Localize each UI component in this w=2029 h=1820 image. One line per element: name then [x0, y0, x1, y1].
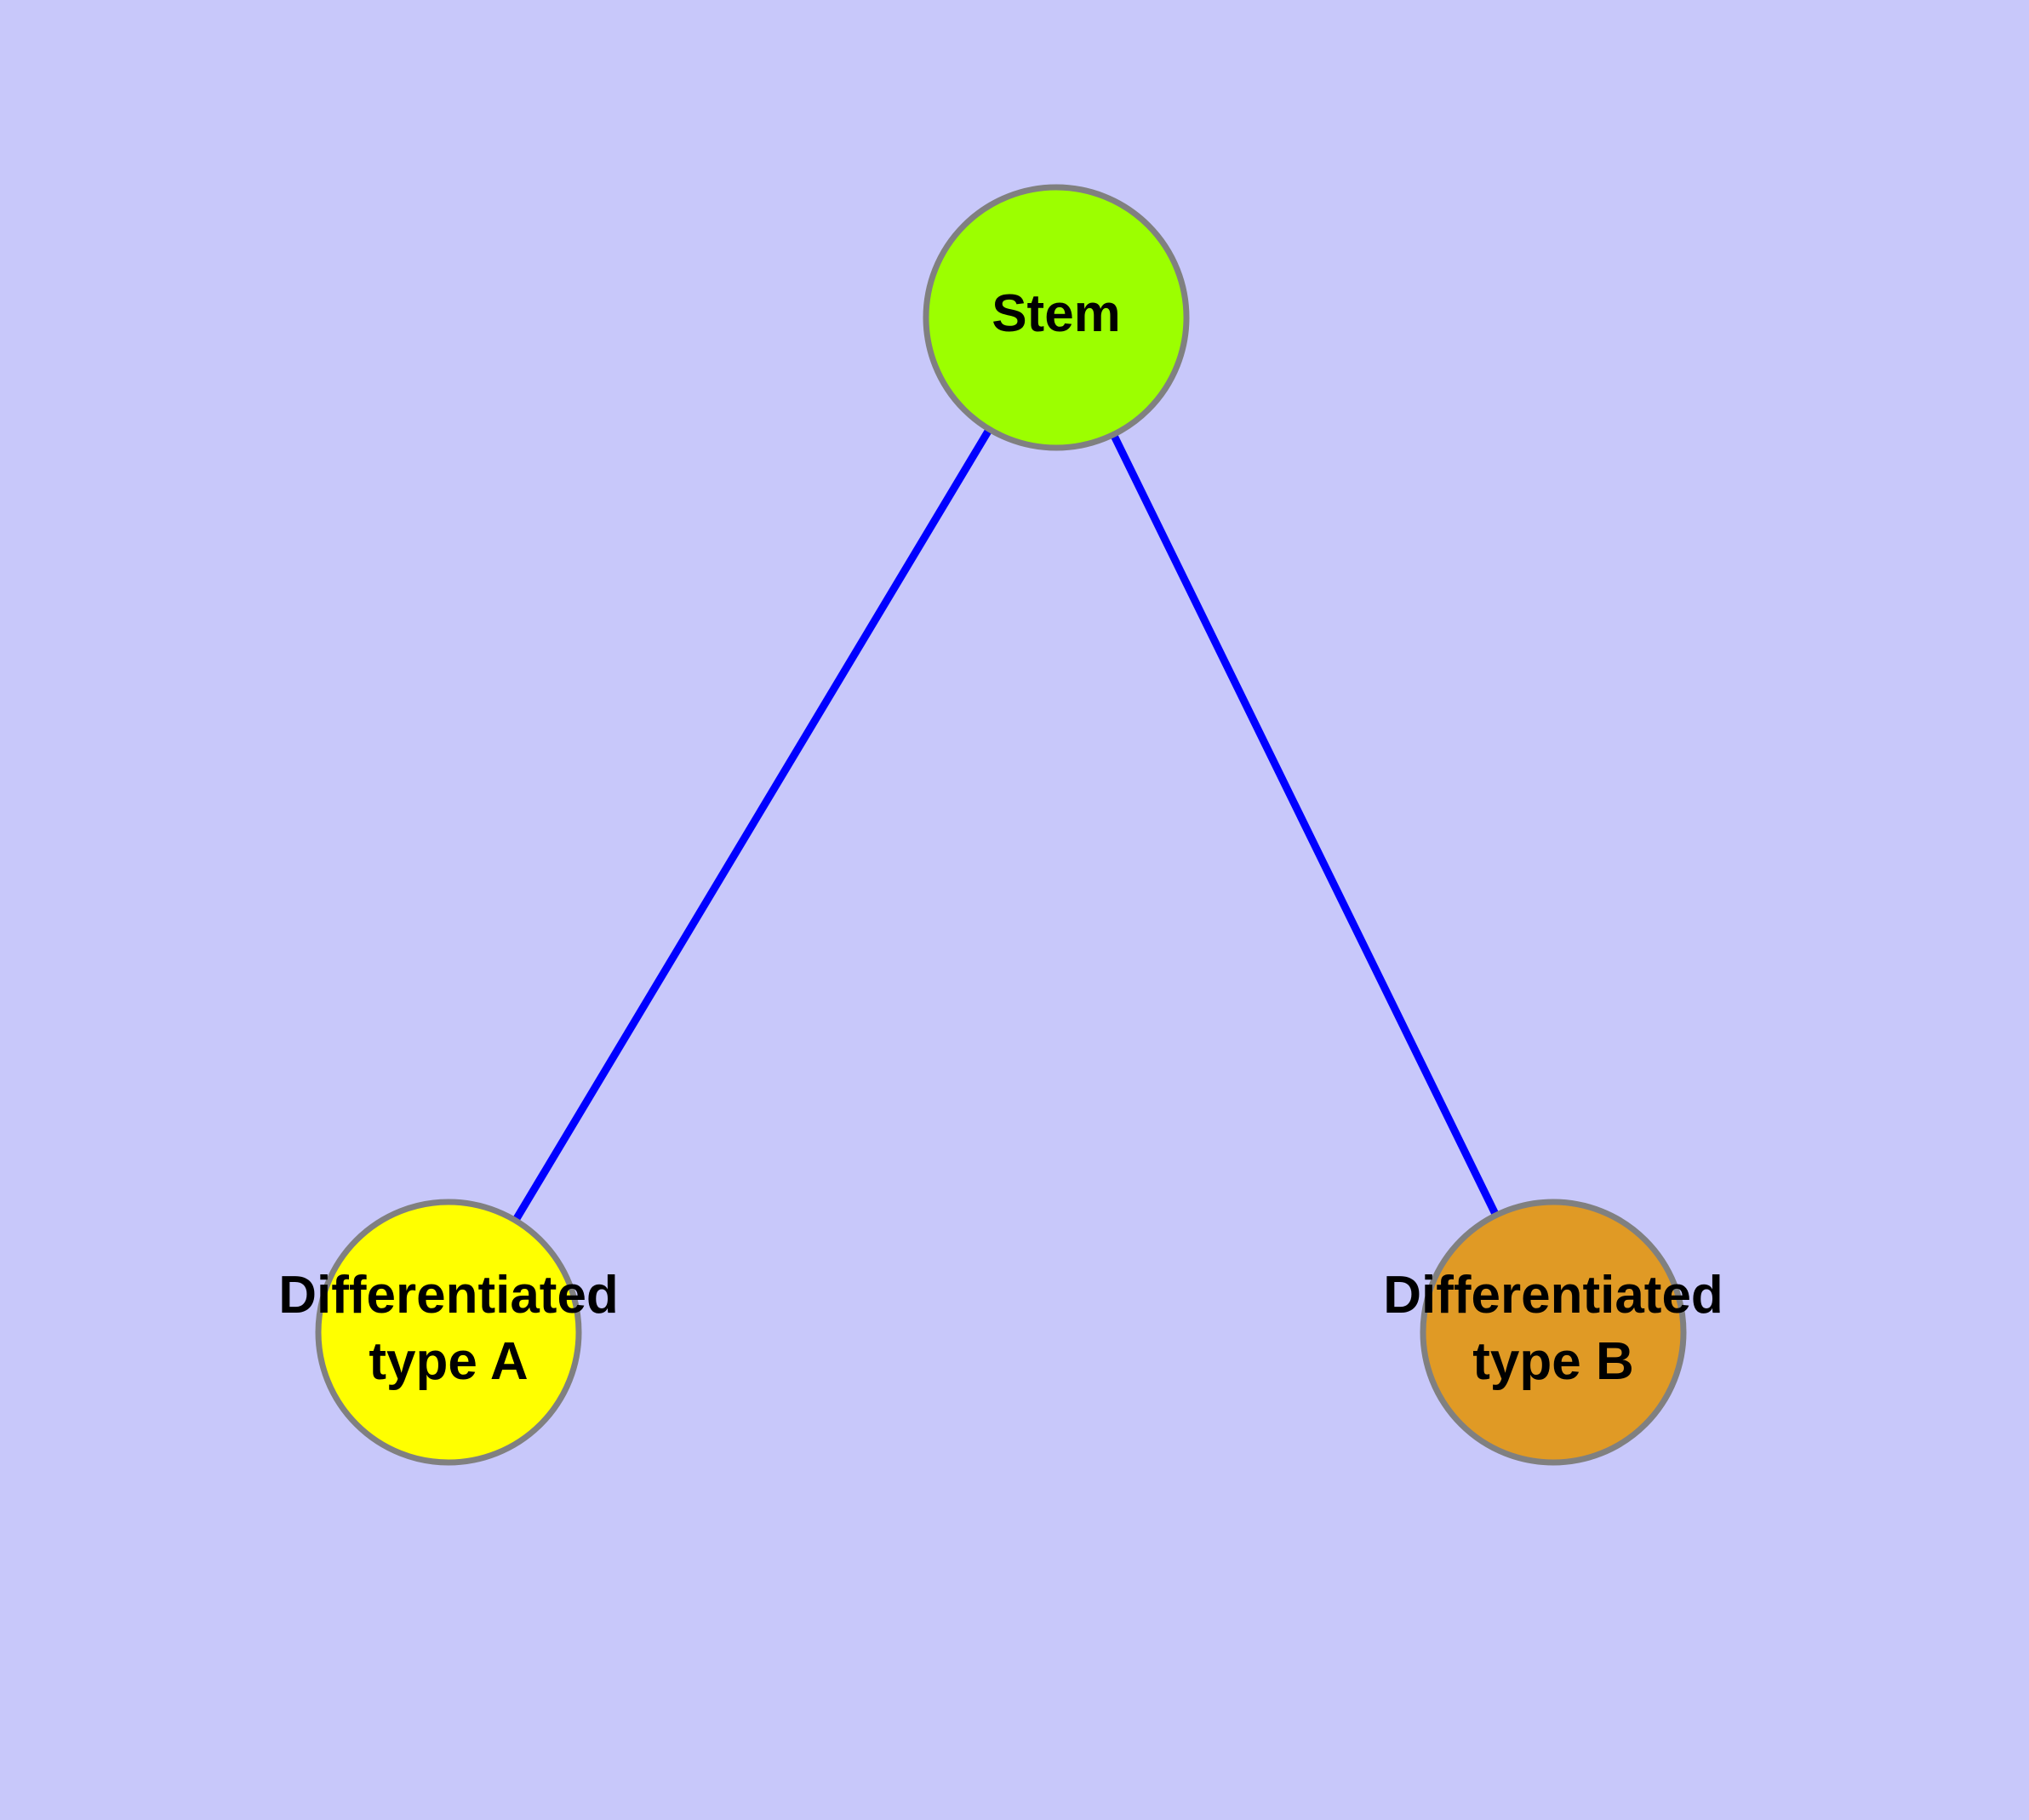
nodes-group	[315, 184, 1687, 1466]
edge-stem-to-b[interactable]	[1108, 429, 1501, 1221]
node-label-line: Differentiated	[1383, 1266, 1723, 1325]
node-label-line: type B	[1472, 1332, 1633, 1391]
node-label-stem: Stem	[992, 284, 1121, 343]
node-label-line: Stem	[992, 284, 1121, 343]
edges-group	[510, 424, 1501, 1226]
node-stem[interactable]	[923, 184, 1190, 451]
node-label-line: type A	[369, 1332, 528, 1391]
node-label-diff_b: Differentiated type B	[1383, 1266, 1723, 1391]
node-diff_b[interactable]	[1420, 1199, 1687, 1466]
node-diff_a[interactable]	[315, 1199, 582, 1466]
node-label-line: Differentiated	[278, 1266, 619, 1325]
node-label-diff_a: Differentiated type A	[278, 1266, 619, 1391]
edge-stem-to-a[interactable]	[510, 424, 995, 1226]
